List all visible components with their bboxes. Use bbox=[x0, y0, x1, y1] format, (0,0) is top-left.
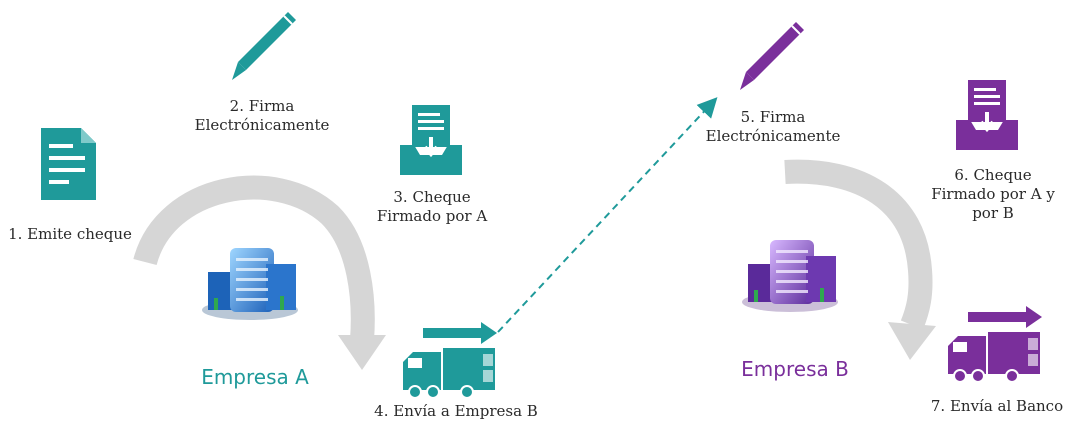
company-a-label: Empresa A bbox=[201, 365, 309, 389]
step-6-line-3: por B bbox=[972, 204, 1014, 222]
step-3-line-1: 3. Cheque bbox=[393, 188, 471, 206]
document-icon bbox=[41, 128, 96, 200]
delivery-truck-icon bbox=[948, 306, 1042, 383]
inbox-document-icon bbox=[400, 105, 462, 175]
step-3-label: 3. Cheque Firmado por A bbox=[377, 188, 487, 226]
flow-arrow-b bbox=[784, 159, 936, 360]
step-4-label: 4. Envía a Empresa B bbox=[374, 402, 538, 421]
pen-icon bbox=[232, 12, 296, 80]
step-5-label: 5. Firma Electrónicamente bbox=[706, 108, 841, 146]
pen-icon bbox=[740, 22, 804, 90]
delivery-truck-icon bbox=[403, 322, 497, 399]
step-6-label: 6. Cheque Firmado por A y por B bbox=[931, 166, 1055, 223]
step-7-label: 7. Envía al Banco bbox=[931, 397, 1063, 416]
step-6-line-1: 6. Cheque bbox=[954, 166, 1032, 184]
step-4-line-1: 4. Envía a Empresa B bbox=[374, 402, 538, 420]
step-1-label: 1. Emite cheque bbox=[8, 225, 132, 244]
flow-arrow-a bbox=[133, 175, 386, 370]
dashed-connector-arrow bbox=[497, 97, 718, 333]
step-2-line-1: 2. Firma bbox=[229, 97, 295, 115]
step-5-line-2: Electrónicamente bbox=[705, 127, 841, 145]
office-building-icon bbox=[202, 248, 298, 320]
step-2-line-2: Electrónicamente bbox=[194, 116, 330, 134]
company-b-label: Empresa B bbox=[741, 357, 849, 381]
step-3-line-2: Firmado por A bbox=[376, 207, 488, 225]
step-6-line-2: Firmado por A y bbox=[931, 185, 1055, 203]
step-7-line-1: 7. Envía al Banco bbox=[930, 397, 1064, 415]
inbox-document-icon bbox=[956, 80, 1018, 150]
step-2-label: 2. Firma Electrónicamente bbox=[195, 97, 330, 135]
office-building-icon bbox=[742, 240, 838, 312]
step-5-line-1: 5. Firma bbox=[740, 108, 806, 126]
step-1-line-1: 1. Emite cheque bbox=[8, 225, 132, 243]
